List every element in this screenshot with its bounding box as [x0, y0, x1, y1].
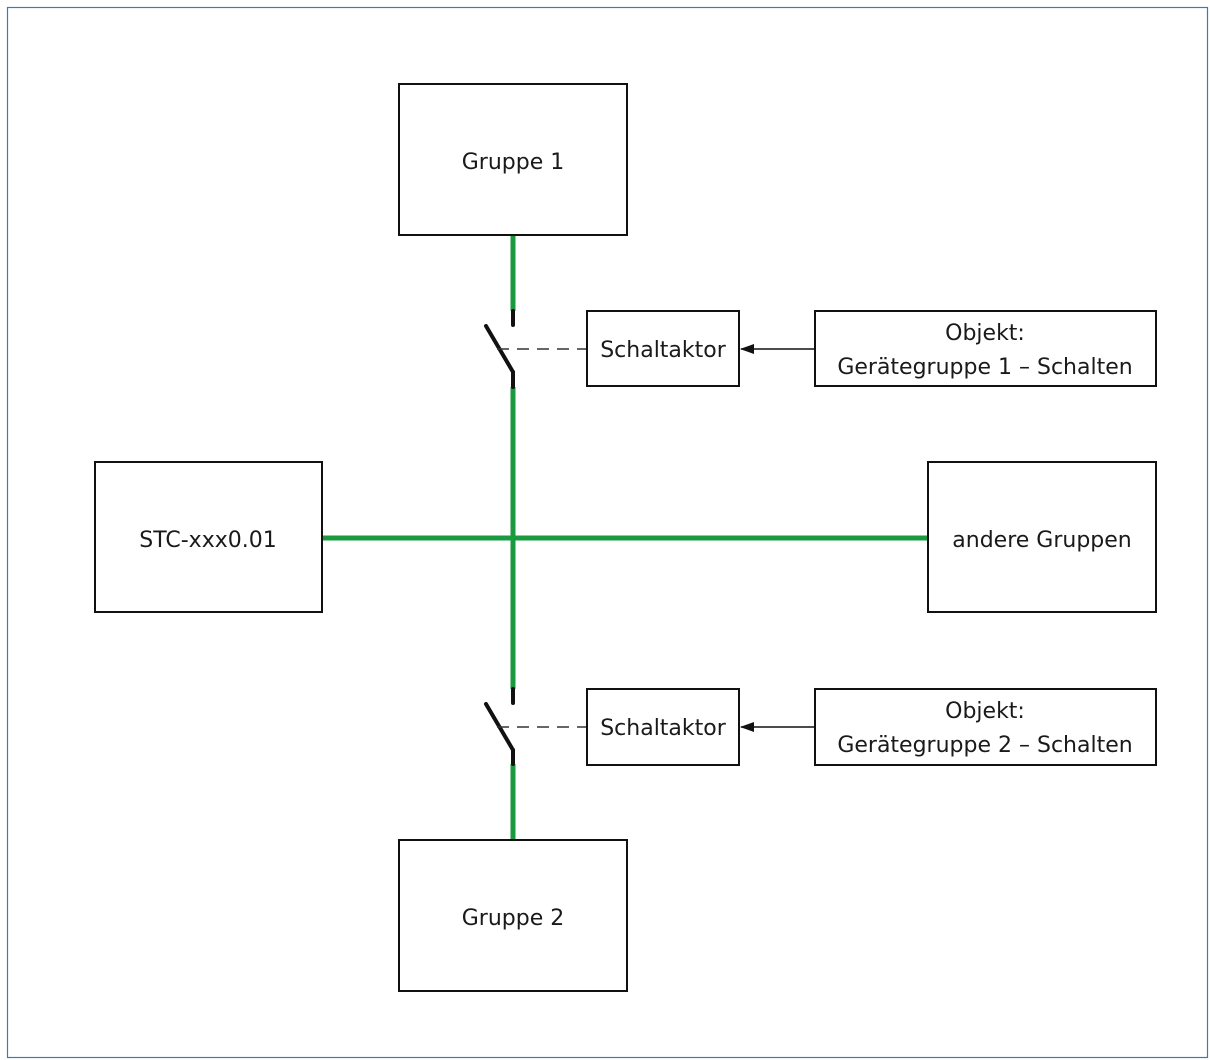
box-objekt-top [814, 310, 1157, 387]
green-bus-lines [322, 235, 928, 840]
label-schaltaktor-top: Schaltaktor [600, 338, 727, 363]
box-objekt-bottom [814, 688, 1157, 766]
arrows [740, 344, 815, 732]
dashed-links [497, 348, 587, 728]
label-schaltaktor-bottom: Schaltaktor [600, 716, 727, 741]
label-gruppe-1: Gruppe 1 [462, 150, 565, 175]
box-andere-gruppen [927, 461, 1157, 613]
box-schaltaktor-top [586, 310, 740, 387]
outer-frame [6, 6, 1209, 1059]
box-gruppe-2 [398, 839, 628, 992]
label-objekt-top-line1: Objekt: [945, 321, 1025, 346]
label-stc: STC-xxx0.01 [139, 528, 276, 553]
box-stc [94, 461, 323, 613]
box-schaltaktor-bottom [586, 688, 740, 766]
label-objekt-bottom-line1: Objekt: [945, 699, 1025, 724]
label-objekt-top-line2: Gerätegruppe 1 – Schalten [837, 355, 1132, 380]
box-gruppe-1 [398, 83, 628, 236]
label-andere-gruppen: andere Gruppen [952, 528, 1131, 553]
label-gruppe-2: Gruppe 2 [462, 906, 565, 931]
label-objekt-bottom-line2: Gerätegruppe 2 – Schalten [837, 733, 1132, 758]
